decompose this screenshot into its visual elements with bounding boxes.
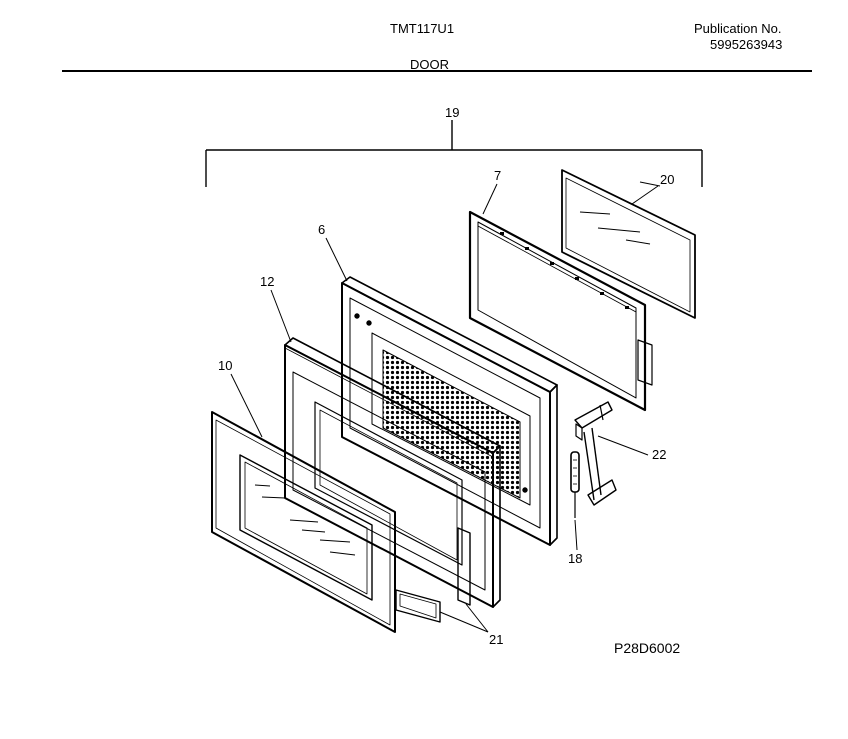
header-divider: [62, 70, 812, 72]
part-outer-glass: [211, 411, 396, 633]
callout-19: 19: [445, 105, 459, 120]
callout-20: 20: [660, 172, 674, 187]
callout-22: 22: [652, 447, 666, 462]
publication-label: Publication No.: [694, 21, 782, 36]
leader-lines: [230, 183, 659, 633]
part-gasket-frame: [468, 210, 653, 412]
part-window-glass: [561, 169, 696, 319]
part-door-frame: [341, 276, 558, 546]
part-latch: [570, 451, 580, 518]
publication-number: 5995263943: [710, 37, 783, 52]
callout-7: 7: [494, 168, 501, 183]
callout-18: 18: [568, 551, 582, 566]
callout-12: 12: [260, 274, 274, 289]
figure-code: P28D6002: [614, 640, 681, 656]
section-title: DOOR: [410, 57, 449, 72]
callout-21: 21: [489, 632, 503, 647]
callout-6: 6: [318, 222, 325, 237]
callout-10: 10: [218, 358, 232, 373]
model-number: TMT117U1: [390, 21, 455, 36]
assembly-bracket: [205, 120, 703, 187]
part-hinge: [574, 401, 617, 506]
